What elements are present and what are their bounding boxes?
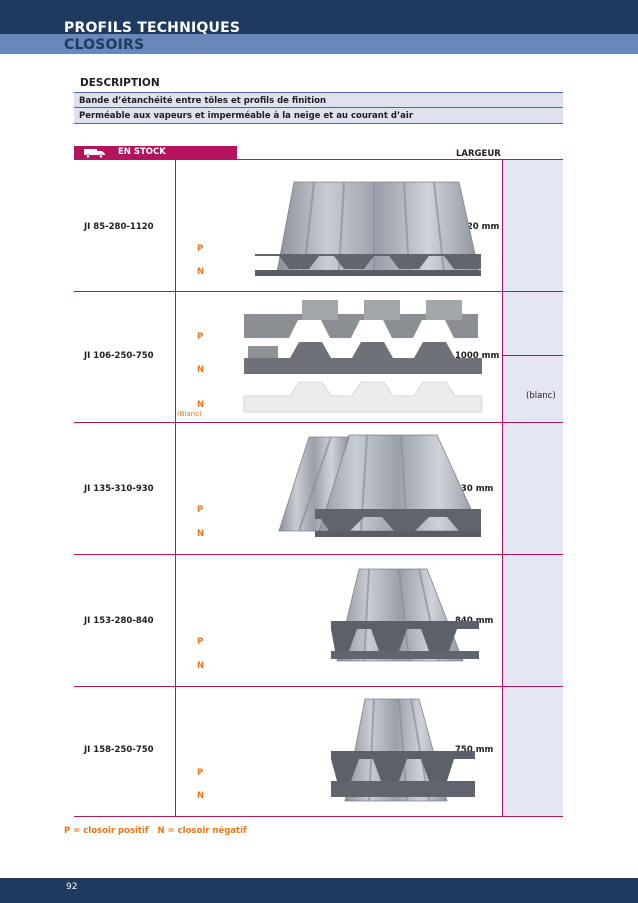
closoir-negatif-blanc-label: N	[197, 400, 205, 410]
profile-code: JI 85-280-1120	[84, 222, 154, 232]
profile-image	[255, 181, 481, 276]
closoir-negatif-label: N	[197, 267, 205, 277]
profile-image	[278, 434, 482, 537]
closoir-negatif-label: N	[197, 529, 205, 539]
table-row: JI 158-250-750 P N 750 mm	[74, 687, 563, 817]
header-subband	[0, 34, 638, 54]
table-row: JI 106-250-750 P N N (Blanc) 1000 mm (bl…	[74, 292, 563, 423]
header-band	[0, 0, 638, 34]
page-subtitle: CLOSOIRS	[64, 37, 145, 53]
profile-image	[331, 698, 475, 802]
table-row: JI 153-280-840 P N 840 mm	[74, 555, 563, 687]
closoir-negatif-label: N	[197, 791, 205, 801]
closoir-positif-label: P	[197, 244, 204, 254]
page-title: PROFILS TECHNIQUES	[64, 20, 241, 36]
stock-label: EN STOCK	[118, 147, 166, 157]
profile-code: JI 106-250-750	[84, 351, 154, 361]
table-row: JI 85-280-1120 P N 1120 mm	[74, 160, 563, 292]
description-heading: DESCRIPTION	[80, 77, 160, 89]
largeur-header: LARGEUR	[456, 149, 501, 159]
profile-code: JI 135-310-930	[84, 484, 154, 494]
largeur-value: 1120 mm	[455, 222, 500, 232]
largeur-value: 750 mm	[455, 745, 494, 755]
footer-band	[0, 878, 638, 903]
truck-icon	[84, 149, 105, 158]
profile-code: JI 158-250-750	[84, 745, 154, 755]
profile-image	[331, 568, 479, 662]
closoir-positif-label: P	[197, 505, 204, 515]
table-row: JI 135-310-930 P N 930 mm	[74, 423, 563, 555]
table-top-rule	[74, 159, 563, 160]
closoir-negatif-label: N	[197, 661, 205, 671]
largeur-value: 1000 mm	[455, 351, 500, 361]
closoir-positif-label: P	[197, 768, 204, 778]
profile-image	[243, 300, 483, 413]
profile-code: JI 153-280-840	[84, 616, 154, 626]
closoir-negatif-label: N	[197, 365, 205, 375]
blanc-side-note: (blanc)	[526, 391, 556, 401]
description-line: Bande d’étanchéité entre tôles et profil…	[74, 92, 563, 108]
description-line: Perméable aux vapeurs et imperméable à l…	[74, 108, 563, 124]
stock-header: EN STOCK	[74, 146, 237, 160]
closoir-positif-label: P	[197, 332, 204, 342]
legend-note: P = closoir positif N = closoir négatif	[64, 826, 247, 836]
closoir-positif-label: P	[197, 637, 204, 647]
largeur-value: 930 mm	[455, 484, 494, 494]
blanc-note: (Blanc)	[177, 410, 202, 418]
page-number: 92	[66, 882, 78, 892]
